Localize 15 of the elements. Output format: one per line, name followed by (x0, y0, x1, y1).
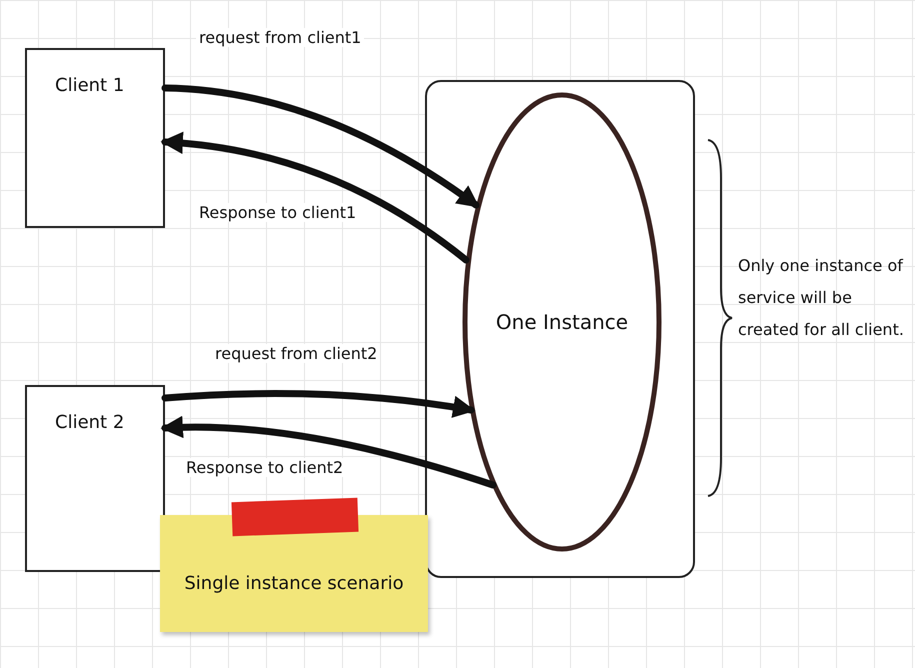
client-box (25, 385, 165, 572)
note-text: Only one instance of service will be created for all client. (738, 255, 905, 341)
arrow (162, 84, 480, 208)
arrow (162, 390, 476, 418)
node-label: Client 1 (55, 74, 125, 98)
node-label: One Instance (496, 310, 628, 334)
sticky-note (160, 515, 428, 632)
service-box (425, 80, 695, 578)
edge-label: request from client1 (196, 28, 364, 47)
instance-ellipse (462, 92, 662, 552)
arrow (160, 416, 496, 488)
arrow (160, 132, 470, 264)
client-box (25, 48, 165, 228)
node-label: Single instance scenario (184, 573, 404, 594)
node-label: Client 2 (55, 411, 125, 435)
